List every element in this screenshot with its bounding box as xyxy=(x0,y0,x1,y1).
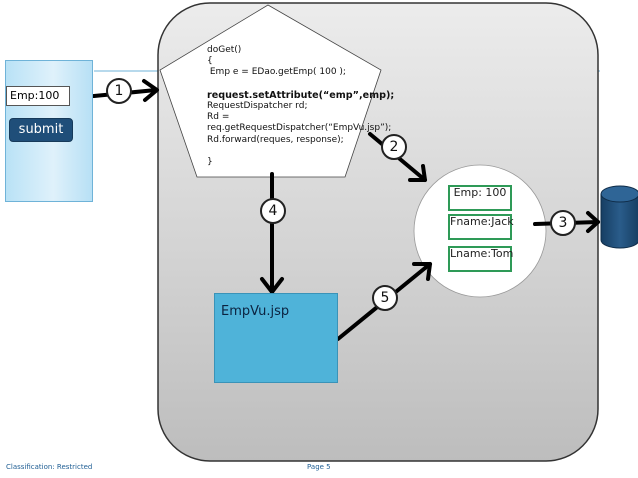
arrow-4 xyxy=(260,172,284,294)
code-line: RequestDispatcher rd; xyxy=(207,101,308,112)
page-number: Page 5 xyxy=(307,463,331,471)
jsp-view-box: EmpVu.jsp xyxy=(214,293,338,383)
emp-lname-field: Lname:Tom xyxy=(448,246,513,272)
code-line: doGet() xyxy=(207,45,242,55)
step-5-badge: 5 xyxy=(372,285,398,311)
classification-footer: Classification: Restricted xyxy=(6,463,93,471)
submit-button[interactable]: submit xyxy=(9,118,73,142)
code-line xyxy=(207,79,367,90)
code-line: request.setAttribute(“emp”,emp); xyxy=(207,89,395,101)
servlet-code: doGet(){ Emp e = EDao.getEmp( 100 ); req… xyxy=(207,45,395,168)
database-icon xyxy=(600,185,638,249)
code-line: } xyxy=(207,157,213,168)
code-line xyxy=(207,146,367,157)
emp-id-field: Emp: 100 xyxy=(448,185,512,211)
emp-fname-field: Fname:Jack xyxy=(448,214,514,240)
jsp-label: EmpVu.jsp xyxy=(221,304,290,319)
code-line: Emp e = EDao.getEmp( 100 ); xyxy=(207,67,346,78)
step-1-badge: 1 xyxy=(106,78,132,104)
step-2-badge: 2 xyxy=(381,134,407,160)
code-line: Rd.forward(reques, response); xyxy=(207,134,344,145)
step-3-badge: 3 xyxy=(550,210,576,236)
emp-id-input[interactable]: Emp:100 xyxy=(6,86,70,106)
step-4-badge: 4 xyxy=(260,198,286,224)
code-line: Rd = req.getRequestDispatcher(“EmpVu.jsp… xyxy=(207,112,392,134)
code-line: { xyxy=(207,56,213,67)
